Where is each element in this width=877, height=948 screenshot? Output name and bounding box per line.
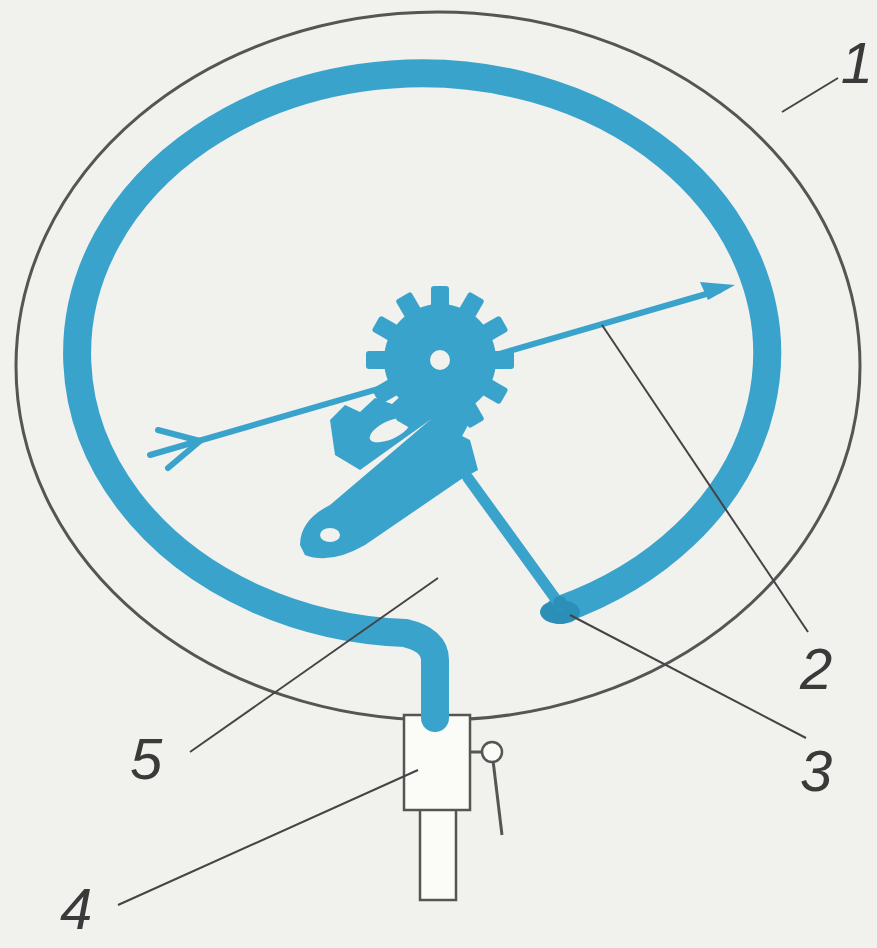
pointer-tip (700, 282, 735, 300)
gear-tooth (479, 315, 509, 343)
valve-handle (492, 752, 502, 835)
pointer-tail (158, 430, 200, 468)
link-pivot (553, 596, 567, 610)
leader-line (570, 615, 806, 738)
gear-teeth (366, 286, 514, 434)
callout-number: 1 (841, 34, 873, 92)
gear-body (384, 304, 496, 416)
leader-line (118, 770, 418, 905)
valve-knob (482, 742, 502, 762)
gear-tooth (431, 286, 449, 310)
gauge-housing (16, 12, 860, 720)
gear-tooth (431, 410, 449, 434)
bourdon-tube (77, 73, 767, 718)
sector-pivot-hole (320, 528, 340, 542)
gear-tooth (366, 351, 390, 369)
gear-tooth (457, 291, 485, 321)
callout-number: 5 (130, 730, 162, 788)
gear-tooth (395, 291, 423, 321)
leader-line (782, 78, 838, 112)
gear-tooth (371, 377, 401, 405)
gear-tooth (457, 399, 485, 429)
pinion-gear (366, 286, 514, 434)
callout-number: 3 (800, 742, 832, 800)
fitting-nipple (420, 808, 456, 900)
gear-axle (430, 350, 450, 370)
callout-number: 4 (60, 880, 92, 938)
gear-tooth (371, 315, 401, 343)
gear-tooth (479, 377, 509, 405)
gear-tooth (395, 399, 423, 429)
leader-line (190, 578, 438, 752)
gear-tooth (490, 351, 514, 369)
leader-line (602, 325, 808, 632)
link-rod (468, 478, 560, 605)
valve-stem (470, 751, 482, 754)
callout-number: 2 (800, 640, 832, 698)
